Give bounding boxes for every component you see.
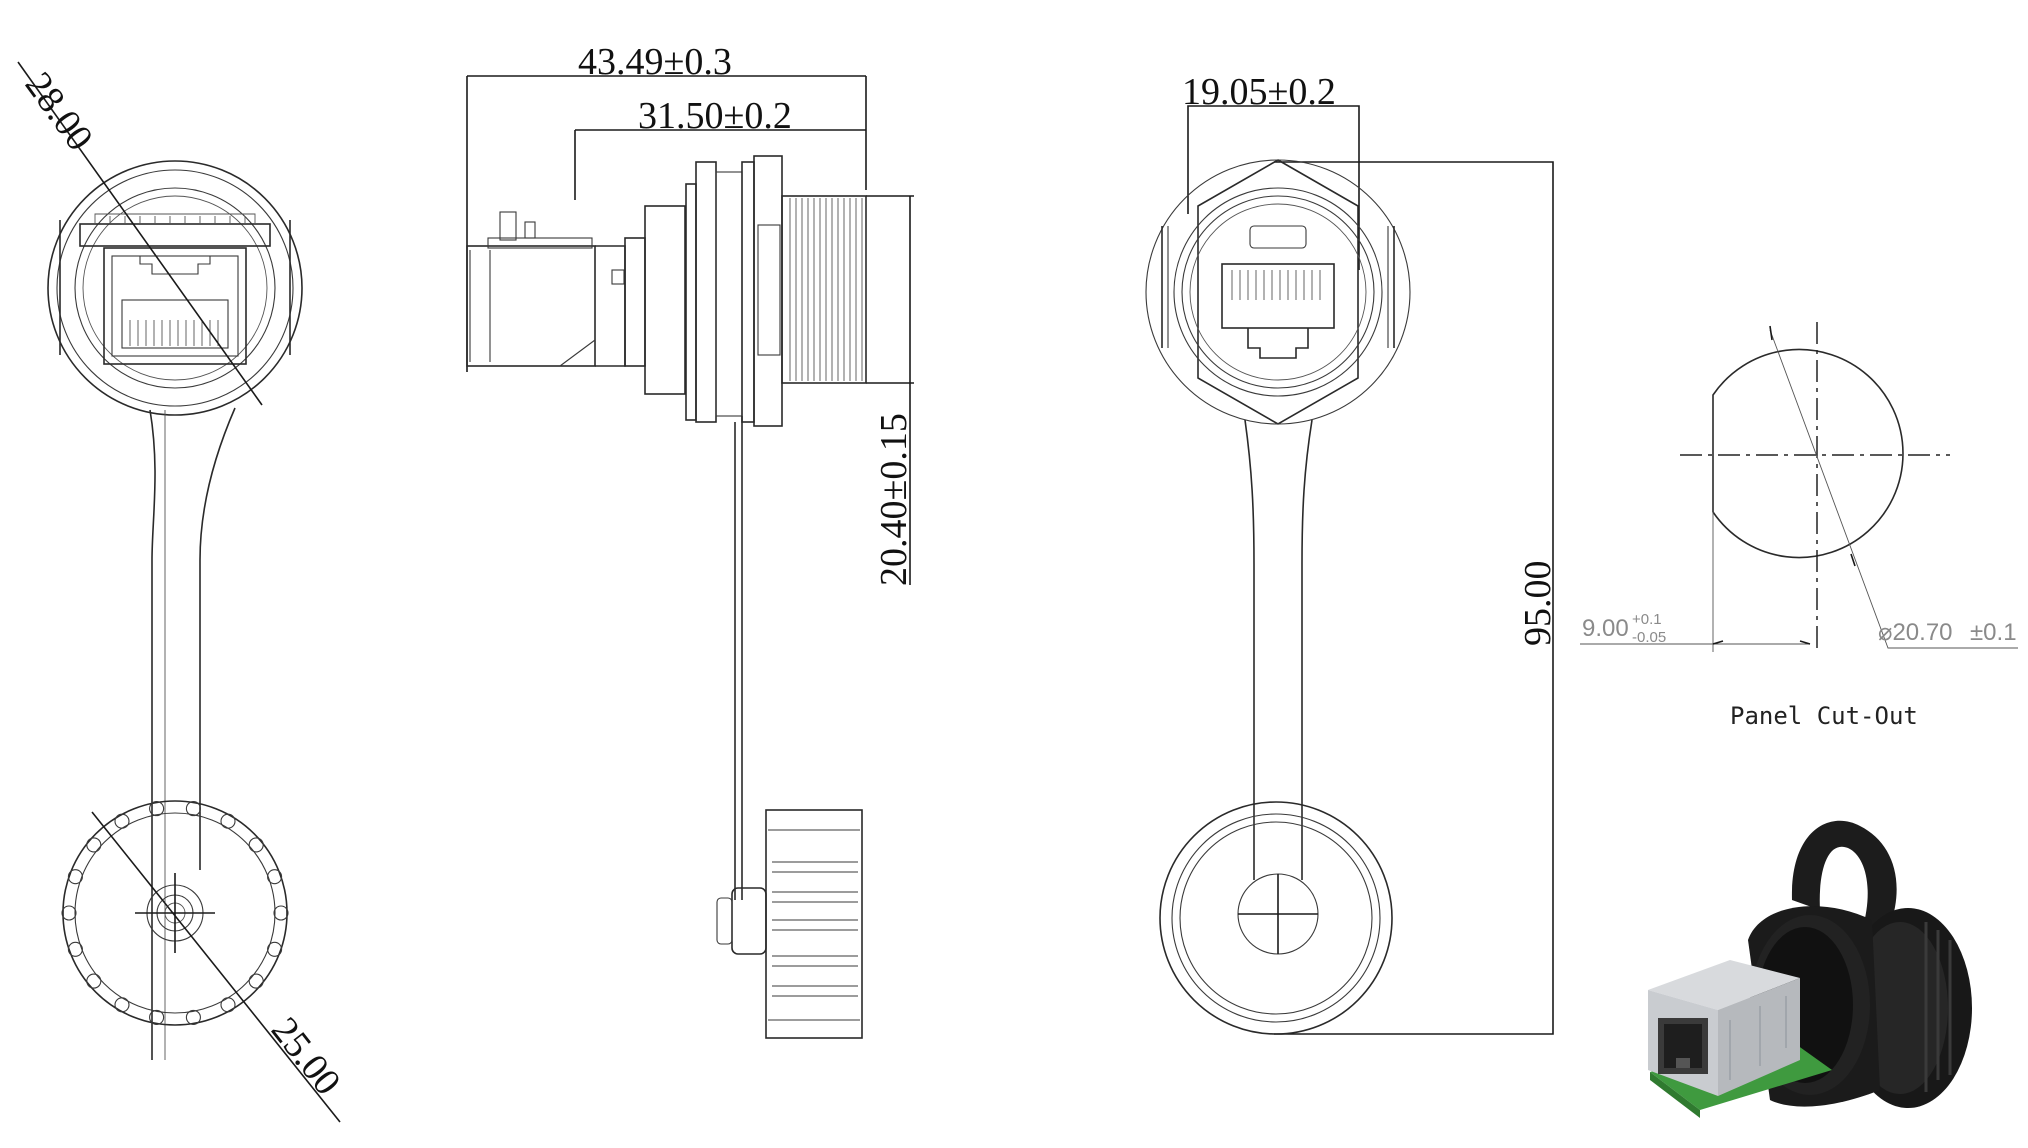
panel-cut-out: 9.00 +0.1 -0.05 ⌀20.70 ±0.1 Panel Cut-Ou… (1580, 322, 2018, 730)
cutout-flat-tol-plus: +0.1 (1632, 611, 1662, 628)
product-render-image (1648, 820, 1972, 1118)
cutout-diameter-tol: ±0.1 (1970, 619, 2017, 646)
dim-thread-height: 20.40±0.15 (873, 413, 915, 586)
cutout-flat-value: 9.00 (1582, 615, 1629, 642)
cutout-diameter: ⌀20.70 (1878, 619, 1953, 646)
dim-body-length: 31.50±0.2 (638, 95, 792, 137)
front-view-with-cap: 28.00 25.00 (17, 61, 349, 1123)
dim-total-height: 95.00 (1517, 561, 1559, 647)
side-view: 43.49±0.3 31.50±0.2 20.40±0.15 (466, 41, 915, 1039)
cutout-flat-tol-minus: -0.05 (1632, 629, 1666, 646)
dim-diag-bottom: 25.00 (263, 1010, 349, 1103)
dim-hex-width: 19.05±0.2 (1182, 71, 1336, 113)
dim-overall-length: 43.49±0.3 (578, 41, 732, 83)
front-view-hex: 19.05±0.2 95.00 (1145, 71, 1559, 1035)
cutout-caption: Panel Cut-Out (1730, 702, 1918, 730)
